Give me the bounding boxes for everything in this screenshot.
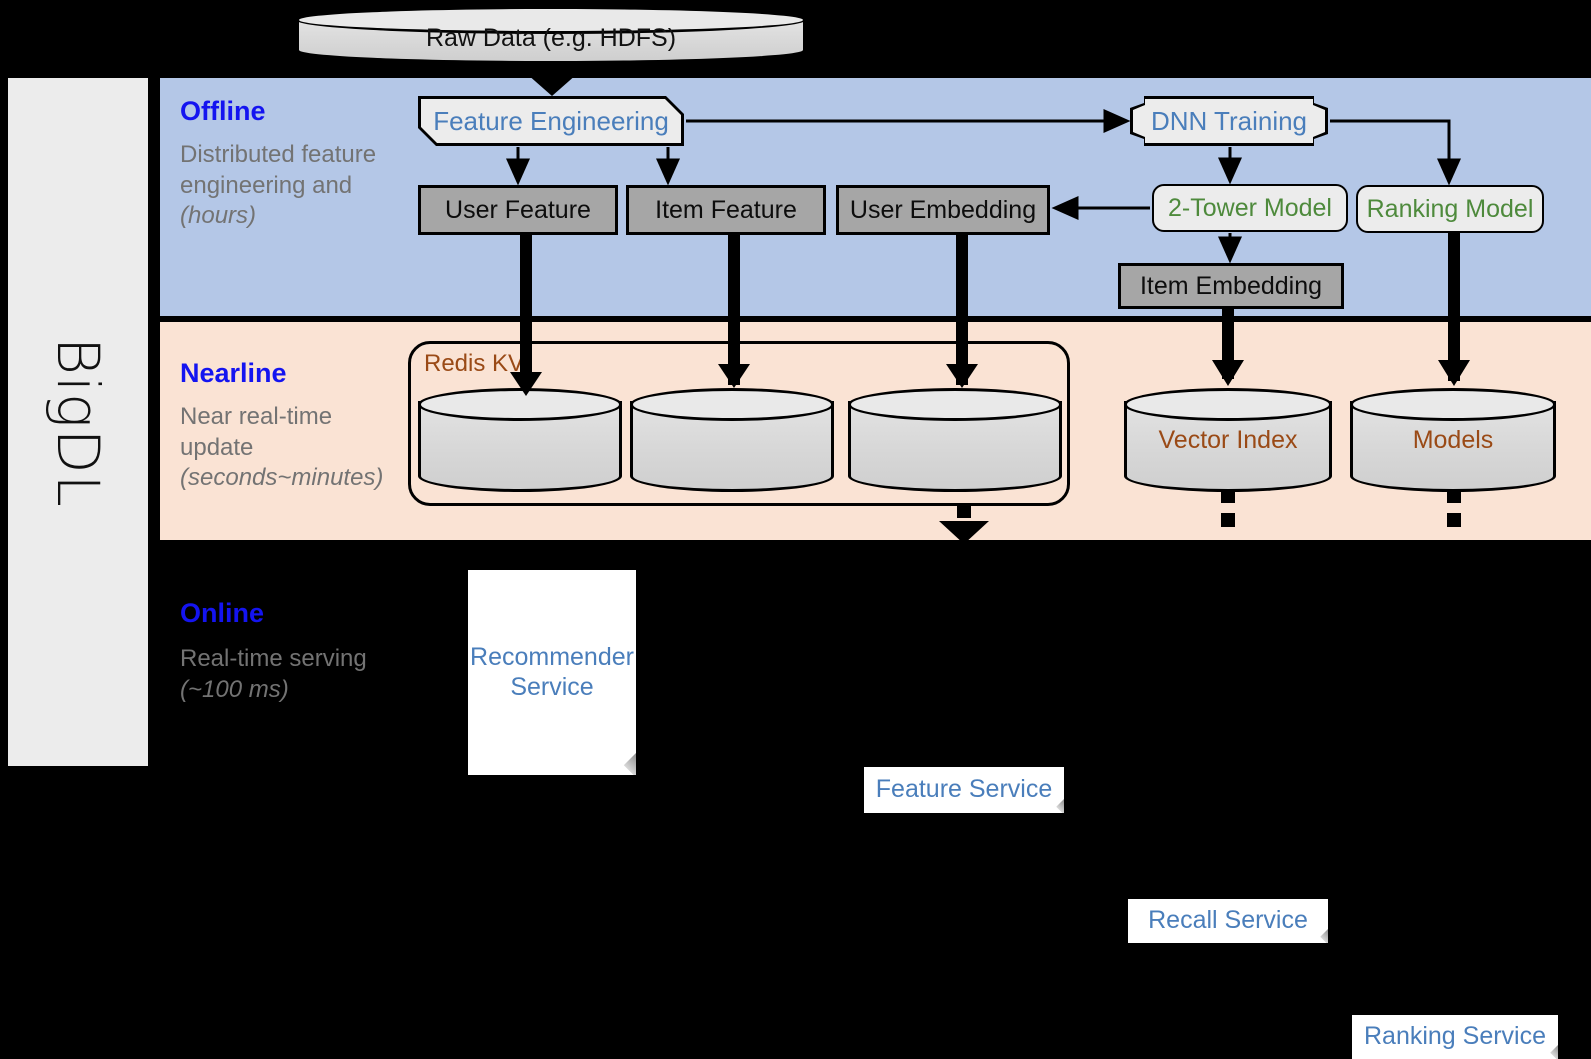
recommender-service-doc[interactable]: Recommender Service (468, 570, 636, 775)
nearline-title-text: Nearline (180, 358, 287, 388)
feature-service-label: Feature Service (875, 775, 1053, 804)
page-fold-icon (1314, 929, 1328, 943)
user-feature-label: User Feature (445, 195, 591, 224)
bigdl-label: BigDL (44, 336, 112, 508)
online-subtitle-em: (~100 ms) (180, 675, 289, 703)
user-embedding-box[interactable]: User Embedding (836, 185, 1050, 235)
online-subtitle: Real-time serving (~100 ms) (180, 644, 400, 705)
two-tower-model-label: 2-Tower Model (1168, 193, 1332, 222)
raw-data-label: Raw Data (e.g. HDFS) (425, 23, 677, 52)
vector-index-cylinder: Vector Index (1124, 388, 1332, 492)
nearline-subtitle-text: Near real-time update (180, 403, 333, 461)
user-feature-box[interactable]: User Feature (418, 185, 618, 235)
offline-subtitle-text: Distributed feature engineering and (180, 141, 377, 199)
nearline-title: Nearline (180, 358, 287, 389)
recommender-service-label: Recommender Service (470, 643, 634, 701)
online-band (160, 546, 1591, 789)
models-label: Models (1412, 425, 1494, 454)
offline-subtitle-em: (hours) (180, 202, 257, 230)
page-fold-icon (1544, 1045, 1558, 1059)
redis-kv-label: Redis KV (424, 350, 525, 377)
offline-title: Offline (180, 96, 266, 127)
item-embedding-label: Item Embedding (1139, 271, 1323, 300)
user-embedding-label: User Embedding (849, 195, 1037, 224)
online-subtitle-text: Real-time serving (180, 645, 367, 672)
item-feature-box[interactable]: Item Feature (626, 185, 826, 235)
ranking-model-box[interactable]: Ranking Model (1356, 185, 1544, 233)
ranking-model-label: Ranking Model (1366, 194, 1534, 223)
feature-service-doc[interactable]: Feature Service (864, 767, 1064, 813)
vector-index-label: Vector Index (1158, 425, 1298, 454)
dnn-training-box[interactable]: DNN Training (1130, 96, 1328, 146)
recall-service-doc[interactable]: Recall Service (1128, 899, 1328, 943)
raw-data-cylinder: Raw Data (e.g. HDFS) (296, 6, 806, 64)
redis-cylinder-item-feature (630, 388, 834, 492)
dnn-training-label: DNN Training (1150, 105, 1308, 136)
page-fold-icon (614, 753, 636, 775)
redis-cylinder-user-embedding (848, 388, 1062, 492)
feature-engineering-label: Feature Engineering (433, 105, 669, 136)
item-feature-label: Item Feature (655, 195, 797, 224)
nearline-subtitle-em: (seconds~minutes) (180, 464, 384, 492)
item-embedding-box[interactable]: Item Embedding (1118, 263, 1344, 309)
models-cylinder: Models (1350, 388, 1556, 492)
feature-engineering-box[interactable]: Feature Engineering (418, 96, 684, 146)
redis-cylinder-user-feature (418, 388, 622, 492)
offline-subtitle: Distributed feature engineering and (hou… (180, 140, 395, 232)
two-tower-model-box[interactable]: 2-Tower Model (1152, 184, 1348, 232)
offline-title-text: Offline (180, 96, 266, 126)
recall-service-label: Recall Service (1148, 906, 1308, 935)
ranking-service-label: Ranking Service (1363, 1022, 1547, 1051)
bigdl-sidebar: BigDL (8, 78, 148, 766)
online-title: Online (180, 598, 264, 629)
nearline-subtitle: Near real-time update (seconds~minutes) (180, 402, 410, 494)
ranking-service-doc[interactable]: Ranking Service (1352, 1015, 1558, 1059)
online-title-text: Online (180, 598, 265, 628)
